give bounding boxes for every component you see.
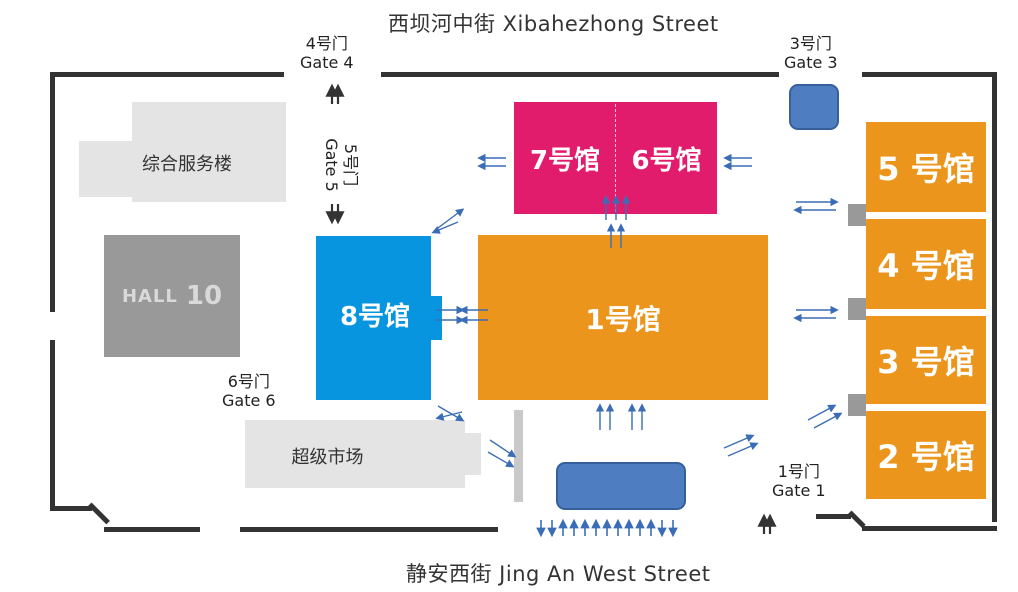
arrow [487, 451, 515, 468]
gate-4[interactable]: 4号门 Gate 4 [300, 34, 354, 72]
hall-4[interactable]: 4 号馆 [866, 219, 986, 309]
hall-5-label: 5 号馆 [877, 150, 975, 188]
gate-3-cn-label: 3号门 [789, 34, 832, 53]
arrow [431, 221, 459, 234]
hall-8-label: 8号馆 [339, 302, 411, 332]
hall-10[interactable]: HALL 10 [104, 235, 240, 357]
gate-1[interactable]: 1号门 Gate 1 [772, 462, 826, 500]
gate-3-en-label: Gate 3 [784, 53, 838, 72]
hall-1-label: 1号馆 [585, 302, 661, 336]
arrow [437, 208, 465, 229]
hall-5[interactable]: 5 号馆 [866, 122, 986, 212]
gate-4-en-label: Gate 4 [300, 53, 354, 72]
gate-6[interactable]: 6号门 Gate 6 [222, 372, 276, 410]
divider-post [514, 410, 523, 502]
arrow [727, 442, 759, 457]
hall-6-label: 6号馆 [631, 145, 702, 176]
hall-10-label-a: HALL [121, 285, 178, 307]
hall-3-connector [848, 394, 866, 416]
arrow [435, 411, 463, 421]
hall-2-label: 2 号馆 [877, 438, 975, 476]
gate-4-cn-label: 4号门 [305, 34, 348, 53]
service-building-label: 综合服务楼 [142, 154, 232, 175]
gate-6-en-label: Gate 6 [222, 391, 276, 410]
gate-3[interactable]: 3号门 Gate 3 [784, 34, 838, 72]
hall-7-6-divider [615, 104, 616, 212]
arrow [807, 404, 837, 421]
hall-3-label: 3 号馆 [877, 343, 975, 381]
arrow [813, 412, 843, 429]
gate-6-cn-label: 6号门 [227, 372, 270, 391]
hall-4-connector [848, 298, 866, 320]
gate-3-entry-pavilion[interactable] [789, 84, 839, 130]
arrow [437, 405, 465, 422]
hall-2[interactable]: 2 号馆 [866, 411, 986, 499]
hall-7-label: 7号馆 [529, 145, 601, 176]
hall-4-label: 4 号馆 [877, 247, 975, 285]
hall-1[interactable]: 1号馆 [478, 235, 768, 400]
south-entry-pavilion[interactable] [556, 462, 686, 510]
arrow [723, 434, 755, 449]
gate-1-cn-label: 1号门 [777, 462, 820, 481]
hall-10-label-b: 10 [185, 281, 223, 311]
supermarket-label: 超级市场 [291, 447, 364, 468]
hall-7[interactable]: 7号馆 [514, 102, 616, 214]
arrow [489, 439, 517, 458]
hall-3[interactable]: 3 号馆 [866, 316, 986, 404]
hall-6[interactable]: 6号馆 [616, 102, 717, 214]
gate-1-en-label: Gate 1 [772, 481, 826, 500]
south-street-label: 静安西街 Jing An West Street [406, 562, 711, 586]
north-street-label: 西坝河中街 Xibahezhong Street [388, 12, 719, 36]
hall-5-connector [848, 204, 866, 226]
